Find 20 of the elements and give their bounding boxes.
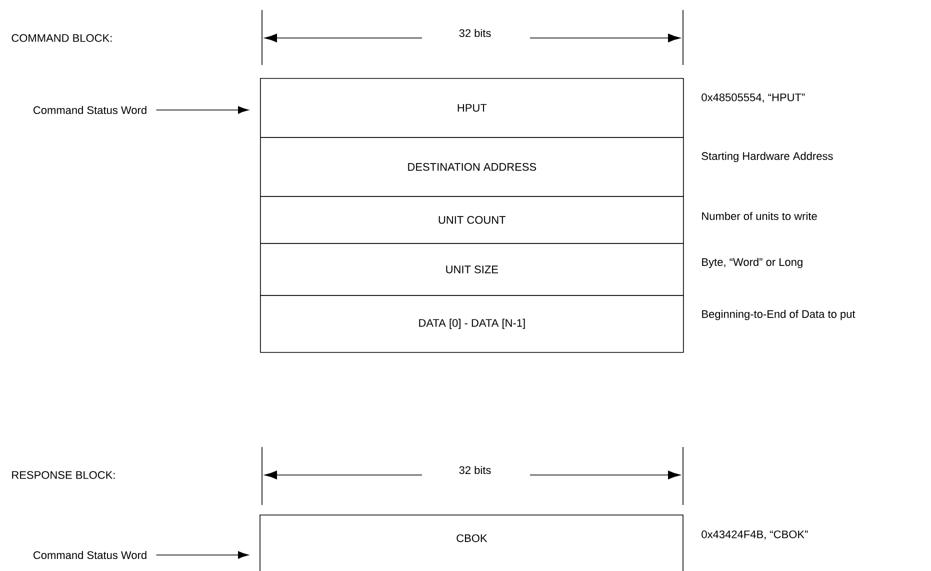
field-description: 0x48505554, “HPUT” [702, 93, 805, 103]
dimension-label: 32 bits [459, 466, 491, 474]
node-label: Command Status Word [34, 106, 146, 114]
node-label: Command Status Word [34, 550, 146, 560]
field-box: CBOK [260, 514, 684, 571]
field-box: UNIT SIZE [260, 243, 684, 296]
block-heading: RESPONSE BLOCK: [12, 471, 115, 479]
field-box: DESTINATION ADDRESS [260, 137, 684, 197]
block-heading: COMMAND BLOCK: [12, 34, 112, 42]
field-description: Byte, “Word” or Long [702, 258, 802, 268]
arrow [156, 106, 249, 114]
field-description: Beginning-to-End of Data to put [702, 310, 856, 320]
field-box: HPUT [260, 78, 684, 138]
field-description: 0x43424F4B, “CBOK” [702, 530, 808, 540]
dimension-label: 32 bits [459, 28, 491, 38]
field-box: DATA [0] - DATA [N-1] [260, 295, 684, 353]
field-description: Starting Hardware Address [702, 152, 833, 162]
field-box: UNIT COUNT [260, 196, 684, 244]
field-description: Number of units to write [702, 212, 817, 220]
arrow [156, 551, 249, 559]
